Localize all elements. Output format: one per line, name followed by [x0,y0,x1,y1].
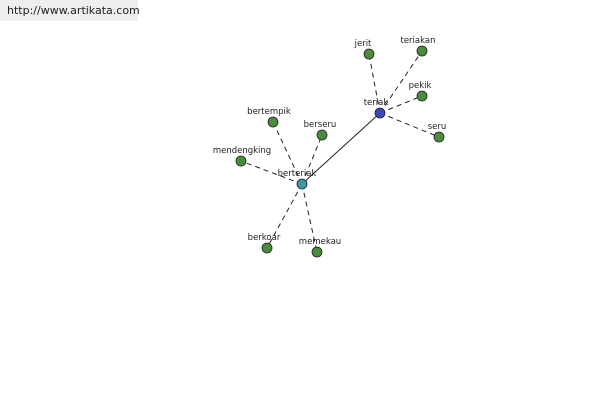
edge-teriak-jerit [368,53,381,114]
url-banner: http://www.artikata.com [0,0,140,21]
node-memekau[interactable] [311,246,323,258]
label-seru: seru [428,122,447,132]
label-berkoar: berkoar [248,233,281,243]
edge-teriak-teriakan [379,50,423,114]
label-jerit: jerit [354,39,372,49]
label-pekik: pekik [409,81,432,91]
node-seru[interactable] [433,131,445,143]
node-berseru[interactable] [316,129,328,141]
edge-teriak-pekik [379,95,423,114]
label-berteriak: berteriak [278,169,317,179]
node-bertempik[interactable] [267,116,279,128]
node-teriak[interactable] [374,107,386,119]
edge-berteriak-mendengking [240,160,303,185]
node-mendengking[interactable] [235,155,247,167]
label-berseru: berseru [304,120,337,130]
edge-teriak-berteriak [301,112,381,185]
label-mendengking: mendengking [213,146,271,156]
url-text[interactable]: http://www.artikata.com [7,4,140,17]
edge-teriak-seru [379,112,440,138]
node-jerit[interactable] [363,48,375,60]
label-teriakan: teriakan [401,36,436,46]
edge-berteriak-berkoar [266,183,303,249]
node-berteriak[interactable] [296,178,308,190]
node-teriakan[interactable] [416,45,428,57]
label-teriak: teriak [364,98,389,108]
node-berkoar[interactable] [261,242,273,254]
node-pekik[interactable] [416,90,428,102]
edge-berteriak-memekau [301,183,318,253]
label-bertempik: bertempik [247,107,291,117]
edge-berteriak-bertempik [272,121,303,185]
label-memekau: memekau [299,237,341,247]
